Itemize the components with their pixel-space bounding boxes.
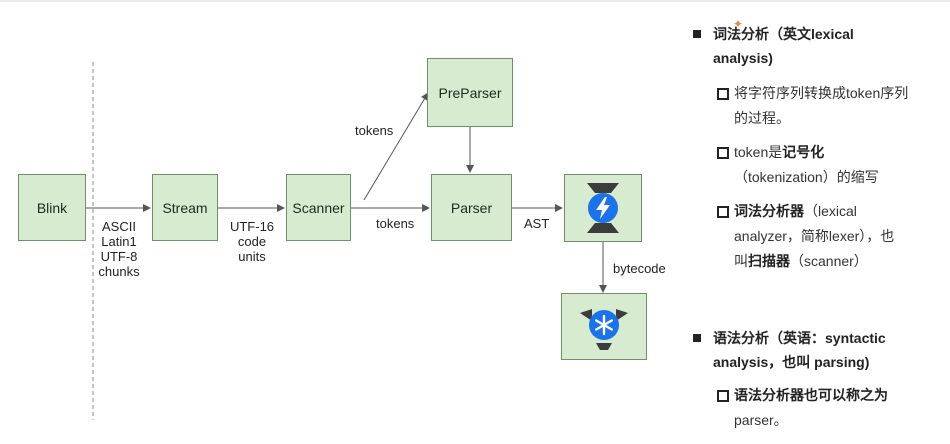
node-ignition — [564, 174, 642, 242]
edge-label-utf16-code-units: UTF-16 code units — [226, 219, 278, 264]
node-turbofan — [561, 293, 647, 360]
encoding-latin1: Latin1 — [101, 234, 137, 249]
lexer-line2: analyzer，简称lexer），也 — [734, 228, 895, 244]
lexer-line1: 词法分析器（lexical — [717, 199, 945, 224]
token-bold-term: 记号化 — [782, 144, 825, 160]
node-parser-label: Parser — [450, 199, 493, 216]
section-syntactic-analysis: 语法分析（英语：syntactic analysis，也叫 parsing) — [693, 326, 945, 374]
lexical-title-line1: 词法分析（英文lexical — [713, 26, 854, 42]
lexical-item-token: token是记号化 （tokenization）的缩写 — [717, 140, 945, 190]
top-divider — [0, 0, 950, 2]
parser-line2: parser。 — [734, 412, 788, 428]
scanner-bold-term: 扫描器 — [748, 253, 790, 269]
lexical-title-line2: analysis) — [713, 50, 773, 66]
node-stream-label: Stream — [162, 199, 208, 216]
hollow-square-bullet-icon — [717, 390, 729, 402]
edge-label-ast: AST — [524, 216, 550, 231]
conversion-line2: 的过程。 — [734, 110, 790, 126]
token-prefix: token是 — [734, 144, 783, 160]
filled-square-bullet-icon — [693, 334, 701, 342]
token-line1: token是记号化 — [717, 140, 945, 165]
encoding-chunks: chunks — [98, 264, 140, 279]
token-line2: （tokenization）的缩写 — [734, 169, 879, 185]
node-preparser: PreParser — [427, 58, 513, 127]
edge-label-tokens-up: tokens — [355, 123, 394, 138]
lexer-bold-term: 词法分析器 — [734, 203, 804, 219]
lexer-line3-prefix: 叫 — [734, 253, 748, 269]
lexer-line1-rest: （lexical — [804, 203, 857, 219]
edge-label-bytecode: bytecode — [613, 261, 666, 276]
parser-line1: 语法分析器也可以称之为 — [734, 387, 888, 403]
ignition-lightning-icon — [587, 183, 619, 233]
node-blink: Blink — [18, 174, 86, 241]
utf16-line3: units — [238, 249, 266, 264]
utf16-line2: code — [237, 234, 267, 249]
node-parser: Parser — [431, 174, 512, 241]
utf16-line1: UTF-16 — [229, 219, 275, 234]
hollow-square-bullet-icon — [717, 206, 729, 218]
node-scanner-label: Scanner — [292, 199, 345, 216]
node-stream: Stream — [152, 174, 218, 241]
node-preparser-label: PreParser — [438, 84, 502, 101]
mouse-cursor-marker: ✦ — [733, 17, 744, 31]
lexer-line3-rest: （scanner） — [790, 253, 868, 269]
lexer-line3: 叫扫描器（scanner） — [717, 249, 945, 274]
encoding-utf8: UTF-8 — [100, 249, 138, 264]
encoding-ascii: ASCII — [102, 219, 136, 234]
syntactic-title-line1: 语法分析（英语：syntactic — [713, 330, 886, 346]
hollow-square-bullet-icon — [717, 88, 729, 100]
lexical-item-conversion: 将字符序列转换成token序列 的过程。 — [717, 81, 945, 131]
edge-label-encodings: ASCII Latin1 UTF-8 chunks — [94, 219, 144, 279]
arrow-scanner-to-preparser — [363, 92, 429, 201]
node-scanner: Scanner — [286, 174, 351, 241]
section-lexical-analysis: 词法分析（英文lexical analysis) — [693, 22, 945, 70]
syntactic-item-parser: 语法分析器也可以称之为 parser。 — [717, 383, 945, 433]
filled-square-bullet-icon — [693, 30, 701, 38]
conversion-line1: 将字符序列转换成token序列 — [734, 85, 909, 101]
edge-label-tokens-right: tokens — [376, 216, 415, 231]
turbofan-snowflake-icon — [580, 308, 628, 350]
hollow-square-bullet-icon — [717, 147, 729, 159]
lexical-item-lexer: 词法分析器（lexical analyzer，简称lexer），也 叫扫描器（s… — [717, 199, 945, 274]
node-blink-label: Blink — [36, 199, 68, 216]
syntactic-title-line2: analysis，也叫 parsing) — [713, 354, 870, 370]
